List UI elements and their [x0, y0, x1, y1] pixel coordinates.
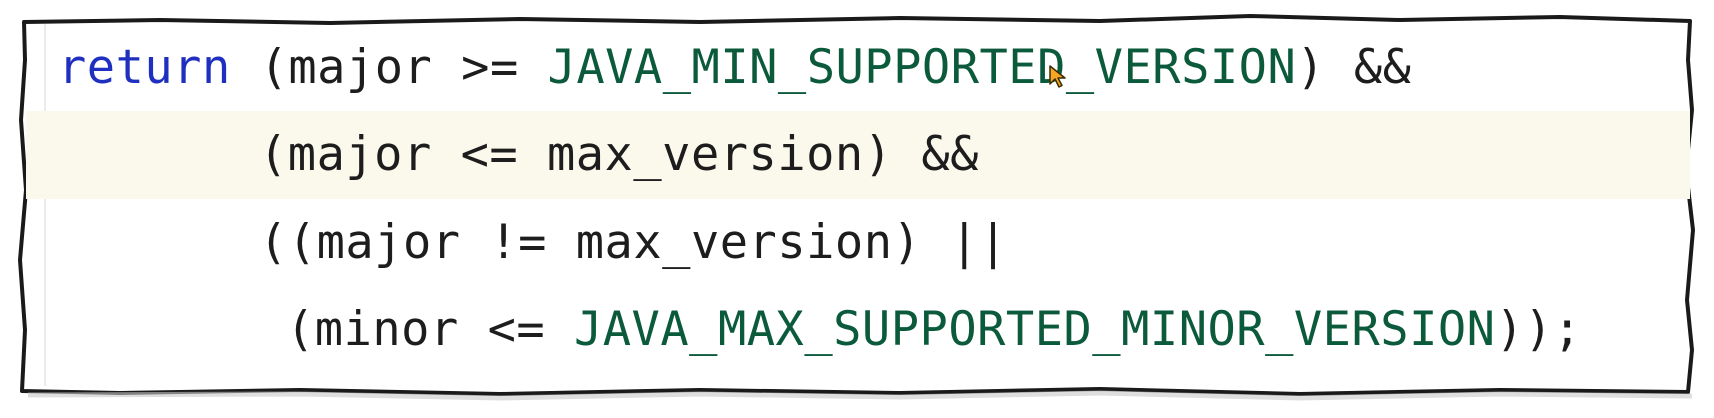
operator-lte: <=: [431, 127, 547, 182]
open-paren: (: [286, 302, 315, 357]
constant-java-min-supported-version: JAVA_MIN_SUPPORTED_VERSION: [547, 40, 1297, 95]
operator-gte: >=: [432, 40, 548, 95]
variable-minor: minor: [314, 302, 459, 357]
code-line-2-current[interactable]: (major <= max_version) &&: [26, 111, 1690, 199]
code-editor[interactable]: return (major >= JAVA_MIN_SUPPORTED_VERS…: [26, 24, 1690, 386]
variable-major: major: [288, 40, 433, 95]
open-paren: (: [230, 40, 289, 95]
open-parens: ((: [259, 215, 317, 270]
code-line-1[interactable]: return (major >= JAVA_MIN_SUPPORTED_VERS…: [26, 24, 1690, 112]
variable-major: major: [316, 215, 461, 270]
operator-lte: <=: [458, 302, 574, 357]
line-tail: ) &&: [1296, 40, 1412, 95]
constant-java-max-supported-minor-version: JAVA_MAX_SUPPORTED_MINOR_VERSION: [573, 302, 1496, 357]
variable-max-version: max_version: [575, 215, 893, 270]
line-tail: ) &&: [863, 127, 979, 182]
mouse-pointer-icon: [1049, 65, 1066, 88]
open-paren: (: [259, 127, 288, 182]
code-line-3[interactable]: ((major != max_version) ||: [26, 199, 1690, 287]
return-keyword: return: [58, 40, 231, 95]
line-tail: ) ||: [892, 215, 1008, 270]
indent-guide: [44, 24, 46, 386]
variable-max-version: max_version: [546, 127, 864, 182]
variable-major: major: [287, 127, 432, 182]
line-tail: ));: [1495, 302, 1582, 357]
code-line-4[interactable]: (minor <= JAVA_MAX_SUPPORTED_MINOR_VERSI…: [26, 286, 1690, 374]
operator-neq: !=: [460, 215, 576, 270]
